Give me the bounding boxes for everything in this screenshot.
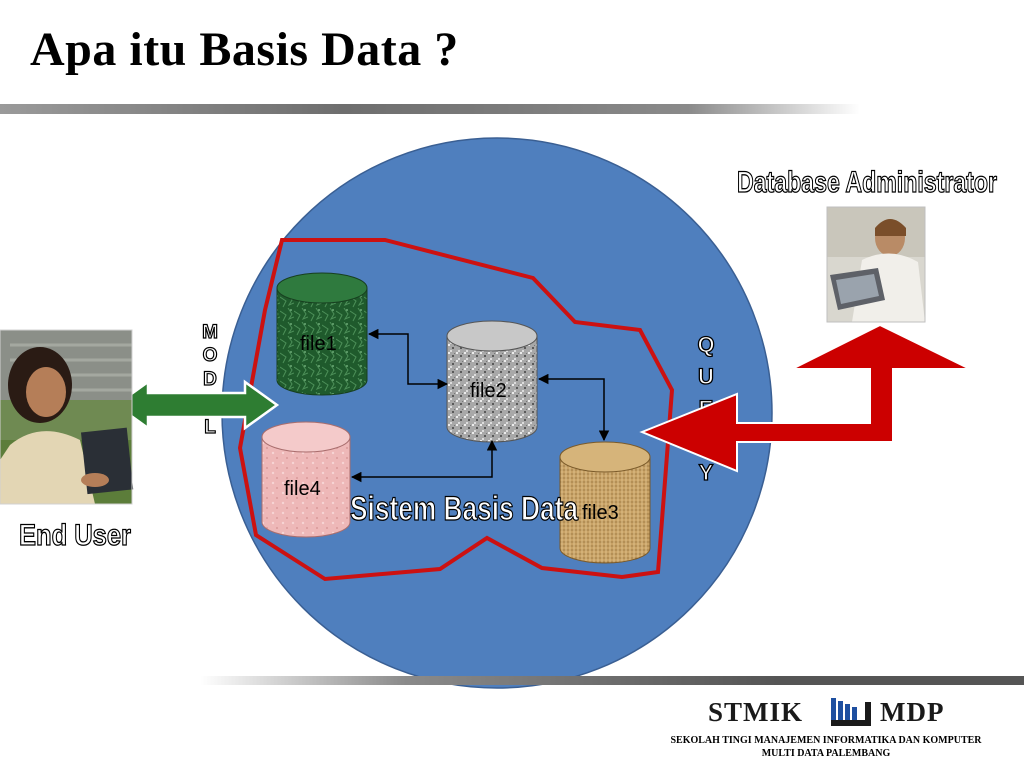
query-letter: Y	[699, 460, 714, 485]
modul-double-arrow	[113, 379, 280, 431]
query-letter: U	[698, 364, 714, 389]
query-arrow	[639, 323, 971, 473]
footer-line-2: MULTI DATA PALEMBANG	[761, 748, 891, 759]
file4-cylinder	[261, 421, 351, 538]
footer-divider	[200, 676, 1024, 685]
file3-label: file3	[582, 502, 619, 524]
modul-letter: D	[203, 369, 217, 390]
file2-label: file2	[470, 380, 507, 402]
file1-label: file1	[300, 333, 337, 355]
system-label: Sistem Basis Data	[350, 490, 579, 528]
dba-label: Database Administrator	[737, 166, 997, 199]
logo-book-icon	[831, 698, 871, 726]
end-user-label: End User	[19, 519, 131, 552]
modul-letter: O	[203, 345, 218, 366]
arrow-file4-file2	[350, 439, 498, 483]
modul-label: M O D U L	[201, 321, 218, 438]
file1-cylinder	[276, 272, 368, 396]
arrow-file1-file2	[367, 328, 449, 390]
footer-line-1: SEKOLAH TINGI MANAJEMEN INFORMATIKA DAN …	[670, 735, 982, 746]
dba-photo	[826, 206, 926, 323]
slide-title: Apa itu Basis Data ?	[30, 23, 459, 76]
file3-cylinder	[559, 441, 651, 564]
logo-right-text: MDP	[880, 697, 945, 727]
query-letter: Q	[697, 332, 714, 357]
arrow-file2-file3	[537, 373, 610, 442]
logo-left-text: STMIK	[708, 697, 804, 727]
system-boundary	[237, 238, 675, 582]
modul-letter: L	[204, 417, 216, 438]
file4-label: file4	[284, 478, 321, 500]
end-user-photo	[0, 329, 134, 505]
stmik-mdp-logo: STMIK MDP	[700, 697, 980, 731]
modul-letter: M	[202, 322, 218, 343]
title-divider	[0, 104, 860, 114]
